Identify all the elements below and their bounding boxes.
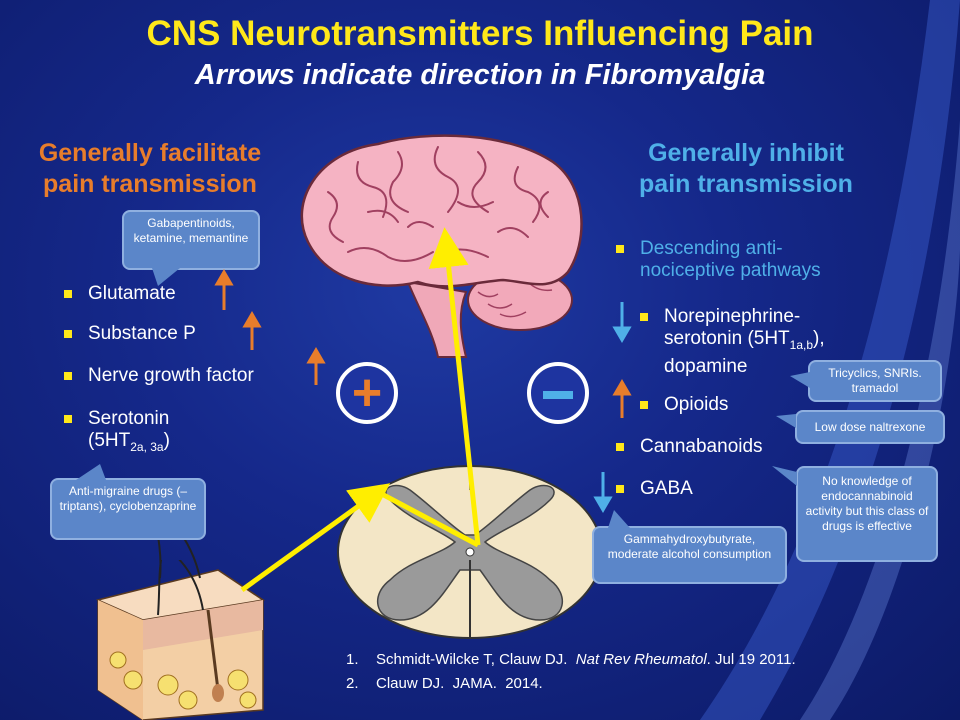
item-ne-line3: dopamine — [664, 355, 748, 377]
facilitate-heading: Generally facilitate pain transmission — [0, 138, 300, 200]
inhibit-heading-line1: Generally inhibit — [648, 139, 844, 167]
bubble-tail — [790, 372, 810, 388]
serotonin-receptor-prefix: (5HT — [88, 430, 131, 451]
bubble-tail — [772, 466, 797, 486]
references: 1. Schmidt-Wilcke T, Clauw DJ. Nat Rev Rh… — [346, 648, 796, 696]
page-title: CNS Neurotransmitters Influencing Pain — [146, 14, 814, 53]
item-glutamate-label: Glutamate — [88, 283, 176, 304]
reference-1: 1. Schmidt-Wilcke T, Clauw DJ. Nat Rev Rh… — [346, 648, 796, 672]
item-gaba: GABA — [616, 478, 693, 500]
item-substance-p: Substance P — [64, 323, 196, 345]
item-substance-p-label: Substance P — [88, 323, 196, 344]
item-descending-line1: Descending anti- — [640, 238, 783, 259]
serotonin-receptor-suffix: ) — [163, 430, 170, 451]
item-norepinephrine: Norepinephrine- serotonin (5HT1a,b), dop… — [640, 306, 825, 378]
reference-2-num: 2. — [346, 675, 359, 692]
spinal-cord-illustration — [337, 465, 603, 639]
reference-2-text: Clauw DJ. JAMA. 2014. — [376, 675, 543, 692]
item-ne-line1: Norepinephrine- — [664, 306, 801, 327]
serotonin-receptor-sub: 2a, 3a — [130, 439, 164, 454]
inhibit-heading-line2: pain transmission — [639, 170, 853, 198]
reference-2: 2. Clauw DJ. JAMA. 2014. — [346, 672, 796, 696]
item-cannabanoids-label: Cannabanoids — [640, 436, 763, 457]
skin-illustration — [95, 560, 265, 720]
bubble-tail — [776, 414, 796, 428]
bubble-naltrexone: Low dose naltrexone — [795, 410, 945, 444]
bubble-tail — [608, 510, 630, 528]
bubble-anti-migraine: Anti-migraine drugs (–triptans), cyclobe… — [50, 478, 206, 540]
plus-sign: + — [336, 362, 398, 424]
item-descending-line2: nociceptive pathways — [640, 260, 821, 281]
minus-sign — [527, 362, 589, 424]
plus-symbol: + — [351, 364, 383, 422]
bubble-tail — [152, 268, 180, 286]
item-descending: Descending anti- nociceptive pathways — [616, 238, 821, 282]
bubble-tricyclics: Tricyclics, SNRIs. tramadol — [808, 360, 942, 402]
item-serotonin: Serotonin (5HT2a, 3a) — [64, 408, 170, 458]
item-opioids-label: Opioids — [664, 394, 729, 415]
reference-1-authors: Schmidt-Wilcke T, Clauw DJ. — [376, 651, 576, 668]
item-opioids: Opioids — [640, 394, 729, 416]
facilitate-heading-line2: pain transmission — [43, 170, 257, 198]
item-gaba-label: GABA — [640, 478, 693, 499]
bubble-tail — [76, 464, 106, 480]
bubble-gabapentinoids: Gabapentinoids, ketamine, memantine — [122, 210, 260, 270]
item-ne-sub: 1a,b — [789, 337, 814, 352]
item-serotonin-label: Serotonin — [88, 408, 170, 429]
item-ngf: Nerve growth factor — [64, 365, 254, 387]
reference-1-num: 1. — [346, 651, 359, 668]
item-ngf-label: Nerve growth factor — [88, 365, 254, 386]
item-ne-line2-prefix: serotonin (5HT — [664, 328, 790, 349]
inhibit-heading: Generally inhibit pain transmission — [596, 138, 896, 200]
reference-1-journal: Nat Rev Rheumatol — [575, 651, 707, 668]
item-ne-line2-suffix: ), — [813, 328, 825, 349]
reference-1-date: . Jul 19 2011. — [706, 651, 796, 668]
bubble-cannabinoid: No knowledge of endocannabinoid activity… — [796, 466, 938, 562]
item-cannabanoids: Cannabanoids — [616, 436, 763, 458]
facilitate-heading-line1: Generally facilitate — [38, 139, 262, 167]
minus-bar — [543, 391, 573, 399]
item-glutamate: Glutamate — [64, 283, 176, 305]
page-subtitle: Arrows indicate direction in Fibromyalgi… — [194, 59, 766, 91]
bubble-gaba: Gammahydroxybutyrate, moderate alcohol c… — [592, 526, 787, 584]
